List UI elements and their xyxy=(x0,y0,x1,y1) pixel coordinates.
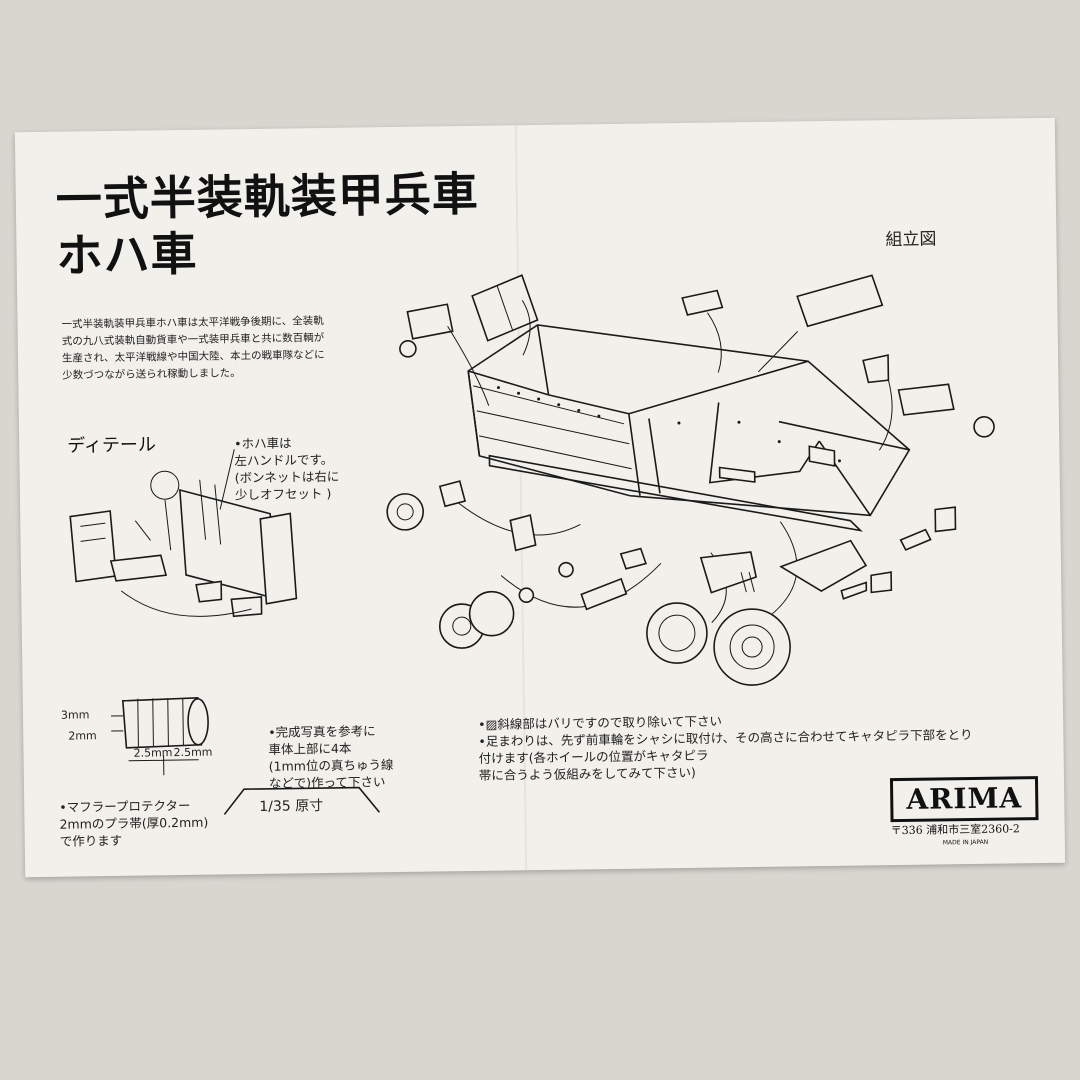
detail-drawing xyxy=(69,449,298,618)
instruction-sheet: 一式半装軌装甲兵車 ホハ車 組立図 一式半装軌装甲兵車ホハ車は太平洋戦争後期に、… xyxy=(14,117,1066,878)
assembly-drawing xyxy=(69,274,995,815)
hull-body xyxy=(467,324,911,532)
hand-rail-template xyxy=(223,786,380,815)
muffler-detail xyxy=(111,696,209,776)
upper-panels xyxy=(399,274,995,438)
running-gear xyxy=(386,480,957,686)
